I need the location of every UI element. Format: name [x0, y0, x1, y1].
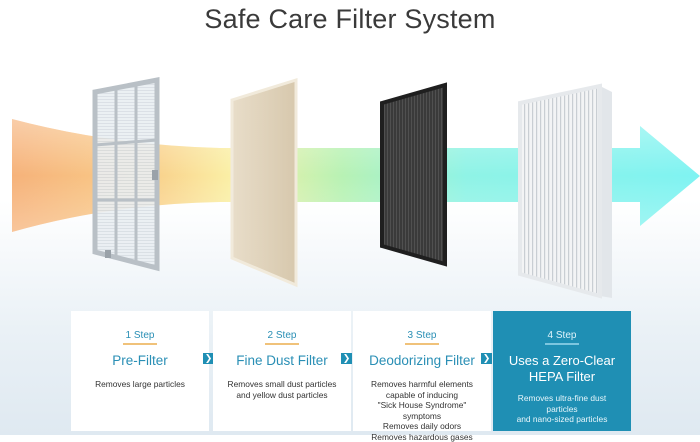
step-title: Deodorizing Filter [369, 353, 475, 368]
chevron-right-icon: ❯ [341, 353, 352, 364]
step-description: Removes harmful elements capable of indu… [371, 379, 473, 442]
fine-dust-filter-image [230, 77, 298, 288]
pre-filter-image [92, 76, 160, 272]
step-card-2: 2 Step Fine Dust Filter Removes small du… [213, 311, 351, 431]
page-title: Safe Care Filter System [204, 4, 496, 34]
hepa-filter-image [518, 83, 612, 299]
step-title: Pre-Filter [112, 353, 168, 368]
step-card-4: 4 Step Uses a Zero-Clear HEPA Filter Rem… [493, 311, 631, 431]
step-description: Removes ultra-fine dust particles and na… [516, 393, 608, 424]
step-title: Uses a Zero-Clear HEPA Filter [508, 353, 616, 384]
step-card-1: 1 Step Pre-Filter Removes large particle… [71, 311, 209, 431]
step-label: 1 Step [122, 330, 158, 345]
step-description: Removes large particles [95, 379, 185, 389]
deodorizing-filter-image [380, 82, 447, 267]
step-label: 4 Step [544, 330, 580, 345]
chevron-right-icon: ❯ [481, 353, 492, 364]
step-label: 3 Step [404, 330, 440, 345]
step-description: Removes small dust particles and yellow … [227, 379, 337, 400]
filter-steps: 1 Step Pre-Filter Removes large particle… [71, 311, 631, 442]
step-label: 2 Step [264, 330, 300, 345]
step-title: Fine Dust Filter [236, 353, 328, 368]
chevron-right-icon: ❯ [203, 353, 214, 364]
step-card-3: 3 Step Deodorizing Filter Removes harmfu… [353, 311, 491, 442]
